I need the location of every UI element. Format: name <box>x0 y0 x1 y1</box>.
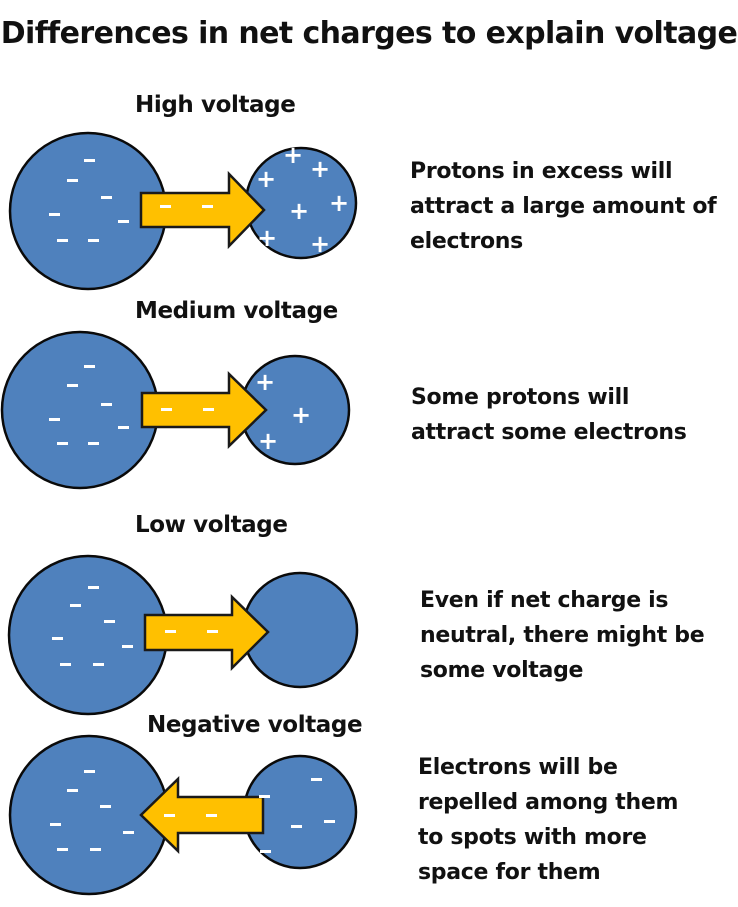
description-line: Some protons will <box>411 385 630 410</box>
minus-sign <box>84 770 95 773</box>
minus-sign <box>202 205 213 208</box>
panel-label-negative-voltage: Negative voltage <box>147 712 363 738</box>
arrow-left-icon <box>139 776 265 854</box>
description-negative-voltage: Electrons will be repelled among them to… <box>418 750 678 890</box>
minus-sign <box>88 586 99 589</box>
minus-sign <box>49 418 60 421</box>
minus-sign <box>70 604 81 607</box>
description-line: some voltage <box>420 658 584 683</box>
minus-sign <box>165 630 176 633</box>
description-medium-voltage: Some protons will attract some electrons <box>411 380 687 450</box>
arrow-right-icon <box>143 594 270 672</box>
minus-sign <box>101 196 112 199</box>
left-sphere-signs <box>49 365 129 445</box>
description-low-voltage: Even if net charge is neutral, there mig… <box>420 583 705 688</box>
minus-sign <box>88 442 99 445</box>
arrow-signs <box>161 408 214 411</box>
right-sphere-signs: + + + <box>255 368 311 455</box>
minus-sign <box>203 408 214 411</box>
arrow-signs <box>164 814 217 817</box>
arrow-right-icon <box>139 170 266 250</box>
minus-sign <box>101 403 112 406</box>
arrow-signs <box>165 630 218 633</box>
minus-sign <box>57 848 68 851</box>
minus-sign <box>52 637 63 640</box>
plus-sign: + <box>283 141 303 169</box>
minus-sign <box>123 831 134 834</box>
panel-medium-voltage: + + + <box>0 330 351 490</box>
minus-sign <box>160 205 171 208</box>
left-sphere-signs <box>49 159 129 242</box>
minus-sign <box>260 850 271 853</box>
left-sphere-signs <box>50 770 134 851</box>
panel-label-medium-voltage: Medium voltage <box>135 298 338 324</box>
minus-sign <box>311 778 322 781</box>
minus-sign <box>118 426 129 429</box>
minus-sign <box>67 384 78 387</box>
left-sphere <box>7 554 169 716</box>
description-line: Even if net charge is <box>420 588 669 613</box>
description-line: to spots with more <box>418 825 647 850</box>
plus-sign: + <box>258 427 278 455</box>
plus-sign: + <box>291 401 311 429</box>
minus-sign <box>88 239 99 242</box>
description-line: Electrons will be <box>418 755 618 780</box>
minus-sign <box>118 220 129 223</box>
minus-sign <box>84 159 95 162</box>
minus-sign <box>100 805 111 808</box>
description-line: attract some electrons <box>411 420 687 445</box>
right-sphere-signs <box>259 778 335 853</box>
minus-sign <box>259 795 270 798</box>
minus-sign <box>161 408 172 411</box>
panel-low-voltage <box>7 554 359 716</box>
plus-sign: + <box>255 368 275 396</box>
minus-sign <box>164 814 175 817</box>
minus-sign <box>93 663 104 666</box>
description-line: attract a large amount of <box>410 194 717 219</box>
minus-sign <box>104 620 115 623</box>
description-high-voltage: Protons in excess will attract a large a… <box>410 154 717 259</box>
left-sphere-signs <box>52 586 133 666</box>
panel-label-high-voltage: High voltage <box>135 92 296 118</box>
minus-sign <box>50 823 61 826</box>
plus-sign: + <box>289 197 309 225</box>
panel-label-low-voltage: Low voltage <box>135 512 288 538</box>
minus-sign <box>324 820 335 823</box>
panel-high-voltage: + + + + + + + <box>8 131 358 291</box>
description-line: electrons <box>410 229 523 254</box>
plus-sign: + <box>310 230 330 258</box>
minus-sign <box>67 789 78 792</box>
description-line: space for them <box>418 860 601 885</box>
minus-sign <box>90 848 101 851</box>
plus-sign: + <box>257 224 277 252</box>
minus-sign <box>206 814 217 817</box>
arrow-signs <box>160 205 213 208</box>
right-sphere-signs: + + + + + + + <box>256 141 349 258</box>
minus-sign <box>122 645 133 648</box>
minus-sign <box>207 630 218 633</box>
minus-sign <box>60 663 71 666</box>
panel-negative-voltage <box>8 734 358 896</box>
minus-sign <box>291 825 302 828</box>
minus-sign <box>57 442 68 445</box>
plus-sign: + <box>310 155 330 183</box>
description-line: neutral, there might be <box>420 623 705 648</box>
page-title: Differences in net charges to explain vo… <box>0 16 738 51</box>
description-line: Protons in excess will <box>410 159 673 184</box>
minus-sign <box>84 365 95 368</box>
left-sphere <box>0 330 160 490</box>
minus-sign <box>49 213 60 216</box>
minus-sign <box>67 179 78 182</box>
plus-sign: + <box>329 189 349 217</box>
description-line: repelled among them <box>418 790 679 815</box>
minus-sign <box>57 239 68 242</box>
plus-sign: + <box>256 165 276 193</box>
